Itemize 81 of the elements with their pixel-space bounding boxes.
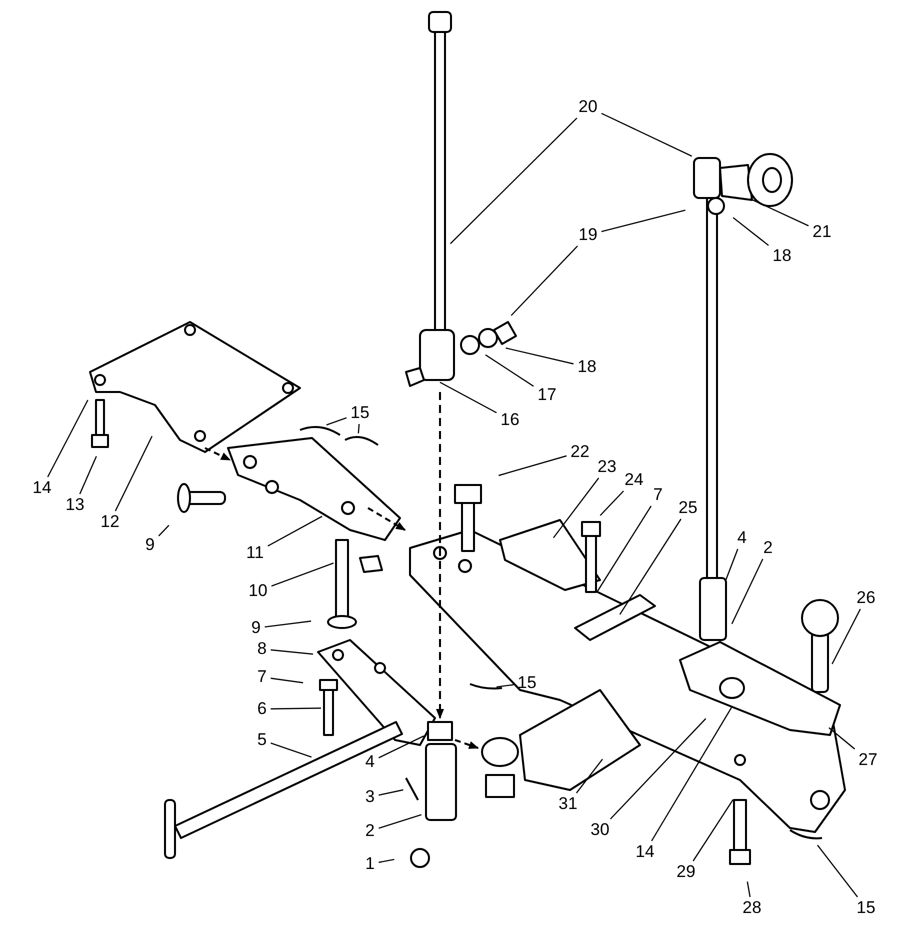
callout-number: 10 — [246, 581, 270, 601]
leader-line — [817, 844, 858, 898]
callout-number: 24 — [622, 470, 646, 490]
leader-line — [619, 518, 682, 615]
callout-number: 7 — [651, 485, 665, 505]
leader-line — [485, 354, 534, 387]
leader-line — [47, 400, 88, 478]
leader-line — [576, 758, 603, 794]
callout-number: 19 — [576, 225, 600, 245]
callout-number: 2 — [363, 821, 377, 841]
callout-number: 23 — [596, 457, 618, 477]
leader-line — [552, 478, 600, 538]
leader-line — [601, 112, 692, 157]
leader-line — [506, 347, 574, 364]
leader-line — [600, 490, 624, 516]
callout-number: 15 — [516, 673, 538, 693]
callout-number: 11 — [244, 543, 266, 563]
callout-number: 21 — [810, 222, 834, 242]
leader-line — [270, 742, 312, 758]
leader-line — [746, 882, 751, 898]
callout-number: 3 — [363, 787, 377, 807]
leader-line — [79, 456, 97, 494]
leader-line — [832, 608, 861, 664]
leader-line — [378, 814, 422, 829]
callout-number: 20 — [576, 97, 600, 117]
callout-number: 9 — [143, 535, 157, 555]
callout-number: 5 — [255, 730, 269, 750]
leader-line — [270, 708, 322, 710]
callout-number: 8 — [255, 639, 269, 659]
leader-line — [326, 417, 347, 426]
leader-line — [496, 684, 514, 688]
callout-number: 17 — [536, 385, 558, 405]
callout-number: 31 — [556, 794, 580, 814]
callout-number: 14 — [30, 478, 54, 498]
leader-line — [828, 727, 856, 750]
leader-line — [271, 562, 334, 587]
leader-line — [440, 382, 497, 414]
callout-number: 30 — [588, 820, 612, 840]
callout-number: 16 — [498, 410, 522, 430]
callout-number: 22 — [568, 442, 592, 462]
leader-line — [601, 210, 686, 232]
leader-line — [610, 718, 706, 820]
leader-line — [731, 558, 764, 624]
callout-number: 4 — [735, 528, 749, 548]
leader-line — [750, 198, 809, 226]
leader-line — [114, 436, 153, 512]
callout-number: 18 — [576, 357, 598, 377]
callout-number: 1 — [363, 854, 377, 874]
leader-line — [268, 516, 322, 547]
callout-number: 6 — [255, 699, 269, 719]
callout-number: 27 — [856, 750, 880, 770]
callout-number: 29 — [674, 862, 698, 882]
leader-line — [270, 678, 304, 684]
leader-line — [724, 548, 738, 582]
leader-line — [596, 506, 652, 593]
callout-number: 4 — [363, 752, 377, 772]
leader-line — [498, 455, 567, 476]
callout-number: 2 — [761, 538, 775, 558]
leader-line — [651, 707, 732, 842]
callout-number: 26 — [854, 588, 878, 608]
leader-line — [732, 217, 769, 246]
callout-number: 14 — [634, 842, 656, 862]
leader-line — [158, 524, 170, 536]
leader-line — [378, 735, 424, 758]
callout-number: 25 — [676, 498, 700, 518]
callout-number: 15 — [854, 898, 878, 918]
leader-line — [378, 789, 404, 796]
callout-number: 13 — [64, 495, 86, 515]
callout-number: 7 — [255, 667, 269, 687]
leader-line — [450, 118, 578, 244]
leader-line — [510, 246, 578, 316]
leader-line — [692, 799, 734, 862]
callout-number: 28 — [740, 898, 764, 918]
callout-number: 15 — [348, 403, 372, 423]
leader-line — [264, 620, 312, 628]
callout-number: 12 — [98, 512, 122, 532]
leader-line — [378, 858, 394, 863]
callout-number: 18 — [770, 246, 794, 266]
callout-number: 9 — [249, 618, 263, 638]
leader-line — [270, 649, 314, 655]
leader-line — [358, 424, 360, 434]
